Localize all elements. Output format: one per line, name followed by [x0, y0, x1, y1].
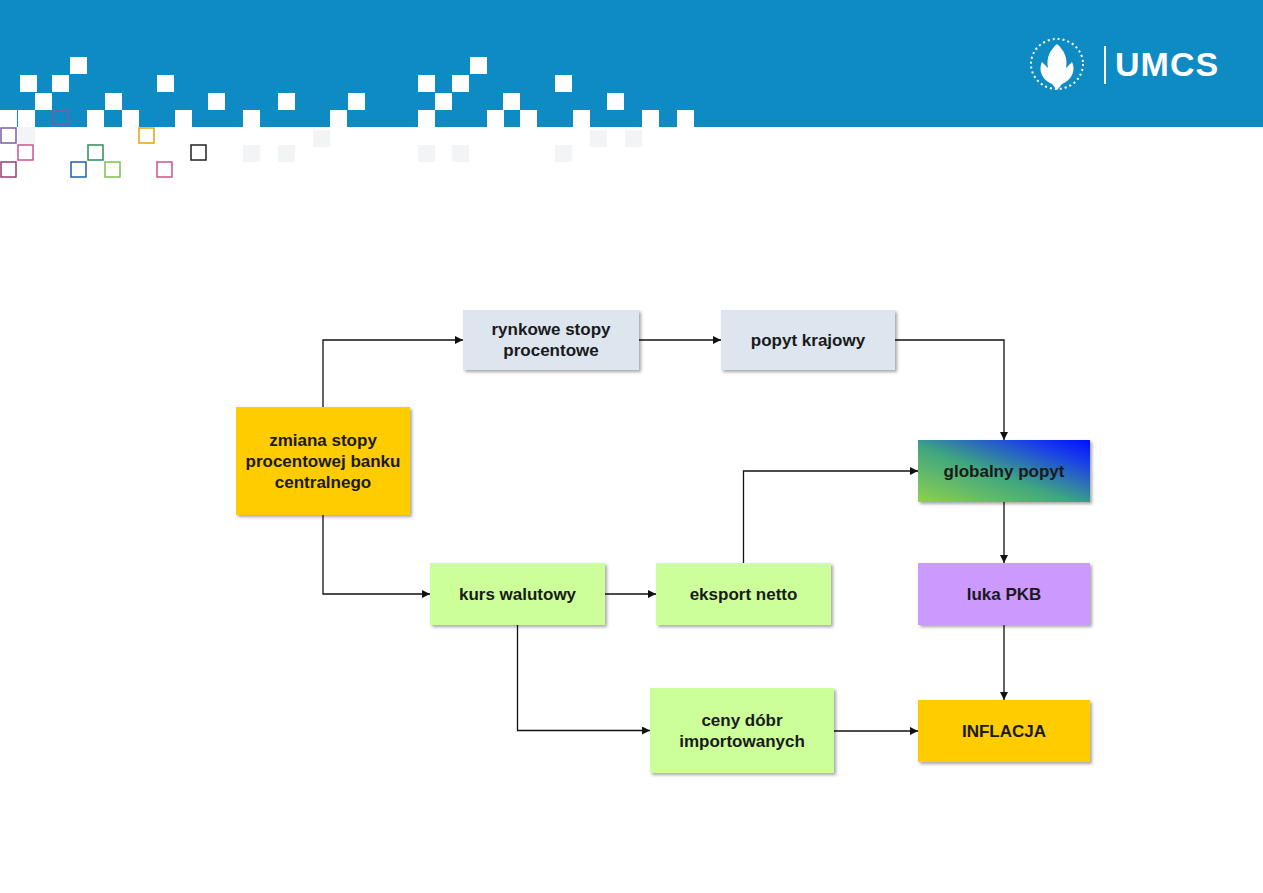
- eagle-emblem: [1031, 39, 1106, 90]
- pixel-pattern: [0, 57, 694, 127]
- text-wrap: INFLACJA: [918, 721, 1090, 742]
- connector-arrow: [895, 340, 1004, 440]
- header-bar: [0, 0, 1263, 127]
- result-box: INFLACJA: [918, 700, 1090, 762]
- start-box: zmiana stopy procentowej banku centralne…: [236, 407, 410, 515]
- text-wrap: ceny dóbr importowanych: [650, 710, 834, 752]
- connector-arrow: [605, 593, 656, 594]
- node-label: ceny dóbr importowanych: [650, 710, 834, 752]
- fading-squares: [18, 127, 642, 162]
- connector-arrow: [744, 471, 919, 563]
- text-wrap: zmiana stopy procentowej banku centralne…: [236, 430, 410, 493]
- node-label: rynkowe stopy procentowe: [463, 319, 639, 361]
- node-label: globalny popyt: [918, 461, 1090, 482]
- text-wrap: globalny popyt: [918, 461, 1090, 482]
- connector-arrow: [834, 730, 918, 731]
- connector-arrow: [323, 340, 463, 407]
- node-label: kurs walutowy: [430, 584, 605, 605]
- text-wrap: kurs walutowy: [430, 584, 605, 605]
- process-box: popyt krajowy: [721, 310, 895, 370]
- header-band: [0, 0, 1263, 190]
- process-box: globalny popyt: [918, 440, 1090, 502]
- connector-arrow: [1003, 625, 1004, 700]
- connector-arrow: [639, 339, 721, 340]
- process-box: kurs walutowy: [430, 563, 605, 625]
- node-label: luka PKB: [918, 584, 1090, 605]
- node-label: zmiana stopy procentowej banku centralne…: [236, 430, 410, 493]
- process-box: rynkowe stopy procentowe: [463, 310, 639, 370]
- connector-arrow: [323, 515, 430, 594]
- node-label: eksport netto: [656, 584, 831, 605]
- connector-arrow: [518, 625, 651, 731]
- text-wrap: luka PKB: [918, 584, 1090, 605]
- node-label: popyt krajowy: [721, 330, 895, 351]
- outline-squares: [1, 110, 206, 177]
- process-box: eksport netto: [656, 563, 831, 625]
- process-box: ceny dóbr importowanych: [650, 688, 834, 773]
- text-wrap: popyt krajowy: [721, 330, 895, 351]
- text-wrap: rynkowe stopy procentowe: [463, 319, 639, 361]
- connector-arrow: [1003, 502, 1004, 563]
- logo-text: UMCS: [1115, 44, 1219, 84]
- text-wrap: eksport netto: [656, 584, 831, 605]
- node-label: INFLACJA: [918, 721, 1090, 742]
- process-box: luka PKB: [918, 563, 1090, 625]
